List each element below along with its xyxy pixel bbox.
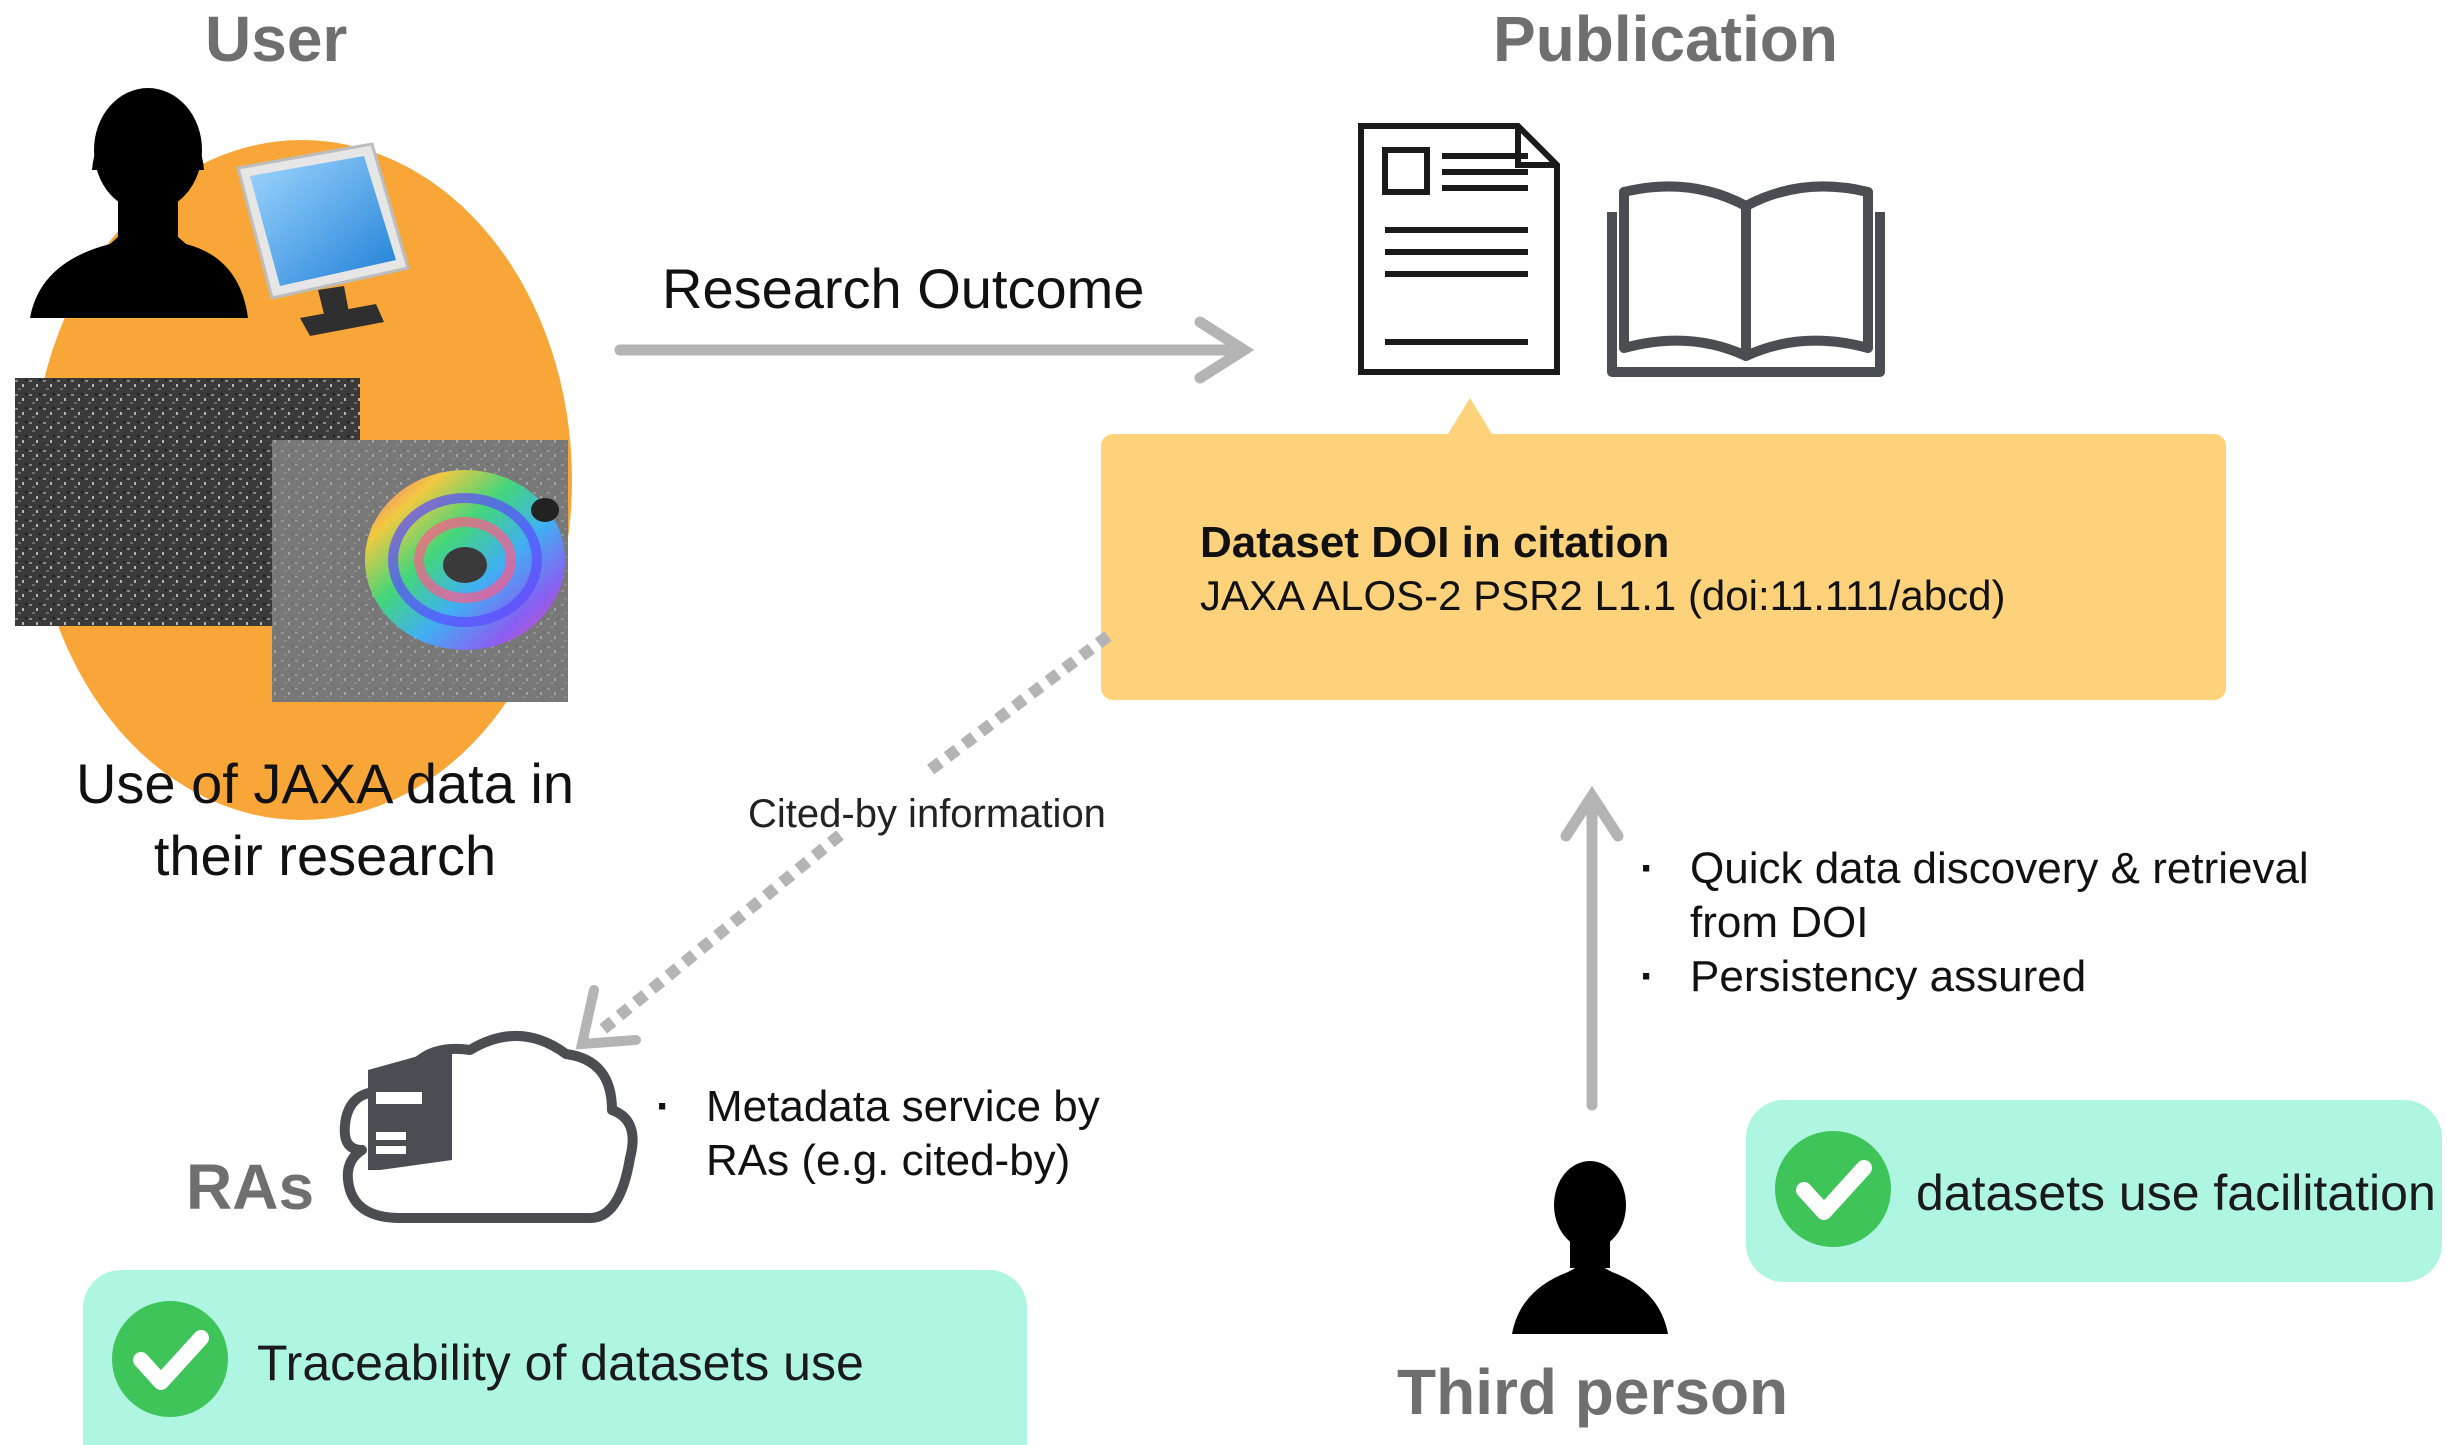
- person-icon: [30, 88, 248, 318]
- monitor-icon: [236, 142, 410, 336]
- ras-bullet: Metadata service by RAs (e.g. cited-by): [656, 1080, 1136, 1188]
- check-icon: [1775, 1131, 1891, 1247]
- check-icon: [112, 1301, 228, 1417]
- research-outcome-label: Research Outcome: [662, 257, 1145, 320]
- discovery-arrow: [1560, 785, 1624, 1111]
- heading-user: User: [205, 3, 348, 75]
- benefit-traceability: Traceability of datasets use: [83, 1270, 1027, 1445]
- citation-box-title: Dataset DOI in citation: [1200, 518, 1670, 567]
- discovery-bullet: Persistency assured: [1640, 950, 2340, 1004]
- benefit-traceability-label: Traceability of datasets use: [257, 1335, 864, 1391]
- user-caption-line-2: their research: [153, 824, 497, 887]
- user-caption: Use of JAXA data in their research: [40, 748, 610, 892]
- heading-publication: Publication: [1493, 3, 1838, 75]
- user-caption-line-1: Use of JAXA data in: [75, 752, 575, 815]
- benefit-facilitation: datasets use facilitation: [1746, 1100, 2442, 1282]
- research-outcome-arrow: [614, 316, 1255, 384]
- heading-third-person: Third person: [1397, 1356, 1789, 1428]
- discovery-bullet: Quick data discovery & retrieval from DO…: [1640, 842, 2340, 950]
- server-cloud-icon: [339, 1030, 638, 1223]
- citation-callout-shape: [1101, 398, 2226, 700]
- interferogram-image: [272, 440, 568, 702]
- document-icon: [1358, 123, 1560, 375]
- cited-by-arrow: [575, 631, 1112, 1050]
- citation-box-citation: JAXA ALOS-2 PSR2 L1.1 (doi:11.111/abcd): [1200, 572, 2006, 619]
- discovery-bullets: Quick data discovery & retrieval from DO…: [1640, 842, 2340, 1004]
- book-icon: [1607, 181, 1885, 377]
- third-person-icon: [1512, 1161, 1668, 1334]
- citation-box: Dataset DOI in citation JAXA ALOS-2 PSR2…: [1200, 518, 2006, 620]
- heading-ras: RAs: [186, 1151, 315, 1223]
- benefit-facilitation-label: datasets use facilitation: [1916, 1165, 2436, 1221]
- cited-by-label: Cited-by information: [748, 792, 1106, 836]
- ras-bullets: Metadata service by RAs (e.g. cited-by): [656, 1080, 1136, 1188]
